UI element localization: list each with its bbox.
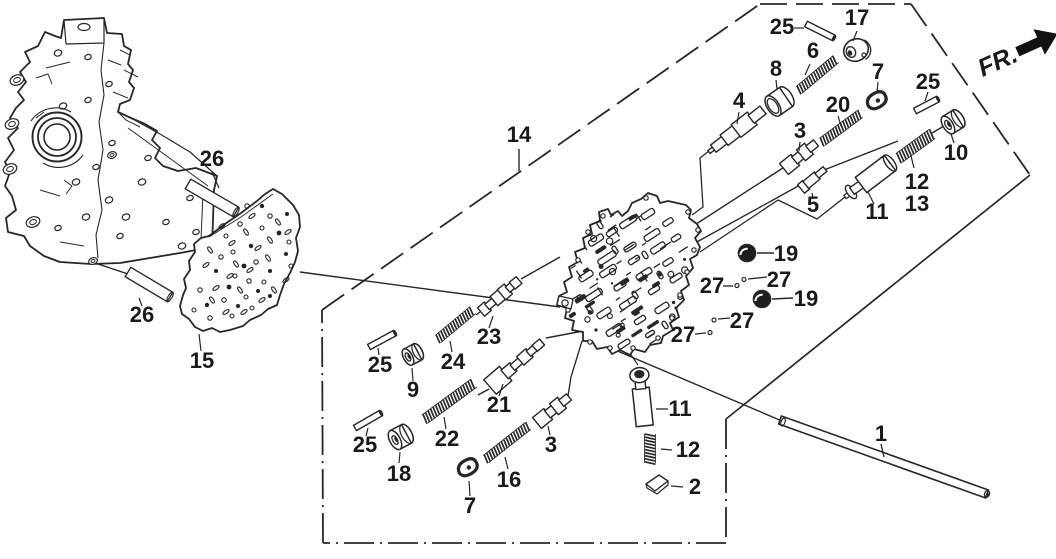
svg-text:13: 13 <box>905 191 929 216</box>
svg-text:26: 26 <box>200 146 224 171</box>
svg-text:2: 2 <box>689 474 701 499</box>
svg-text:10: 10 <box>944 140 968 165</box>
svg-text:5: 5 <box>807 192 819 217</box>
svg-text:25: 25 <box>916 69 940 94</box>
svg-text:19: 19 <box>774 241 798 266</box>
svg-text:26: 26 <box>130 302 154 327</box>
svg-text:12: 12 <box>905 169 929 194</box>
svg-text:7: 7 <box>464 493 476 518</box>
svg-text:12: 12 <box>676 437 700 462</box>
svg-text:16: 16 <box>497 467 521 492</box>
svg-text:21: 21 <box>487 392 511 417</box>
svg-text:17: 17 <box>845 5 869 30</box>
svg-text:7: 7 <box>872 59 884 84</box>
svg-text:1: 1 <box>875 421 887 446</box>
svg-text:6: 6 <box>807 38 819 63</box>
svg-text:24: 24 <box>441 349 466 374</box>
svg-text:22: 22 <box>435 426 459 451</box>
svg-text:18: 18 <box>387 461 411 486</box>
svg-text:3: 3 <box>794 118 806 143</box>
svg-text:27: 27 <box>767 267 791 292</box>
svg-text:14: 14 <box>507 122 532 147</box>
svg-text:15: 15 <box>190 348 214 373</box>
svg-text:19: 19 <box>794 286 818 311</box>
svg-text:25: 25 <box>353 432 377 457</box>
svg-text:11: 11 <box>668 396 691 421</box>
svg-text:8: 8 <box>770 56 782 81</box>
svg-text:25: 25 <box>770 14 794 39</box>
svg-text:20: 20 <box>826 92 850 117</box>
svg-text:3: 3 <box>545 432 557 457</box>
svg-text:27: 27 <box>700 273 724 298</box>
svg-text:23: 23 <box>477 324 501 349</box>
svg-text:27: 27 <box>730 308 754 333</box>
svg-text:27: 27 <box>671 322 695 347</box>
svg-text:25: 25 <box>368 352 392 377</box>
svg-text:4: 4 <box>733 88 746 113</box>
svg-text:9: 9 <box>407 377 419 402</box>
svg-text:11: 11 <box>865 199 888 224</box>
